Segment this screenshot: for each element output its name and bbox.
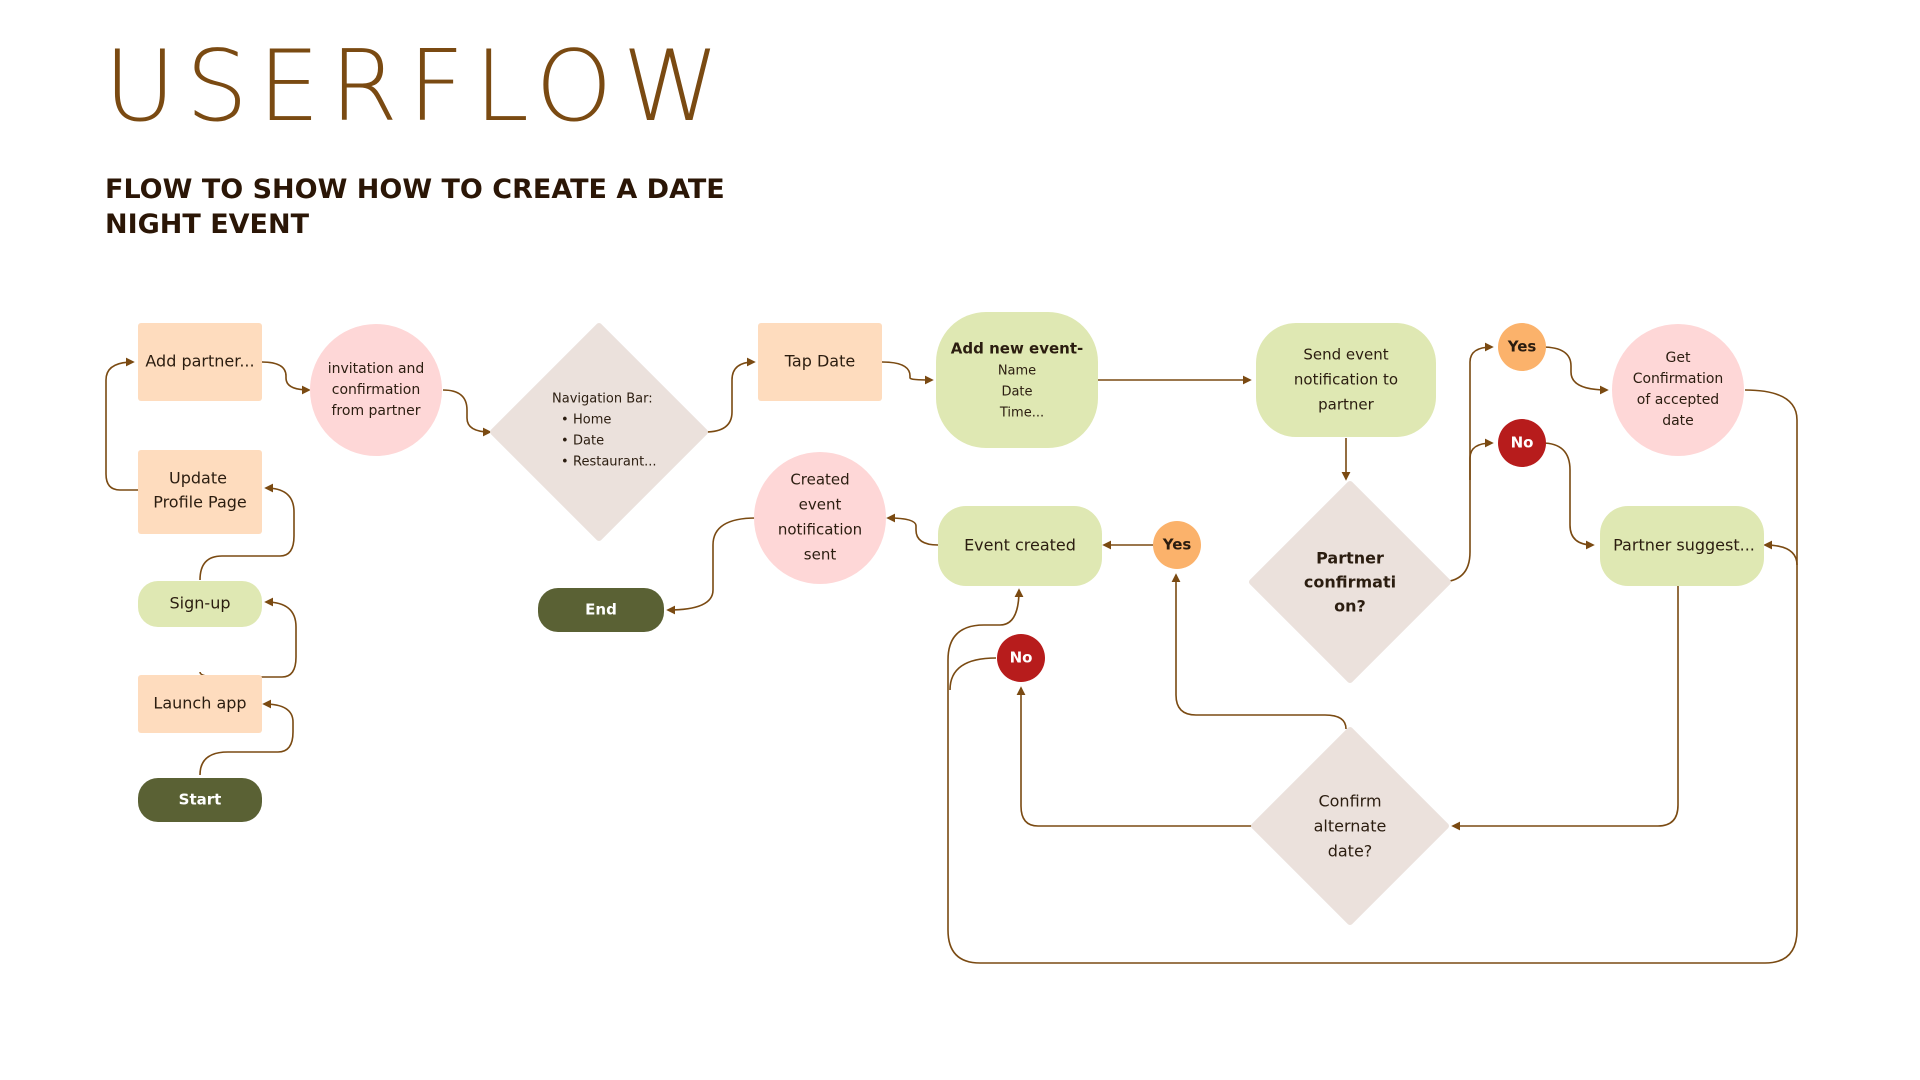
- node-start: Start: [138, 778, 262, 822]
- connector-start-launch: [199, 699, 294, 776]
- end-label: End: [585, 601, 617, 619]
- node-navigation-bar: Navigation Bar: • Home • Date • Restaura…: [490, 323, 708, 541]
- connector-invitation-nav: [442, 389, 492, 437]
- get-confirmation-line-4: date: [1662, 413, 1694, 429]
- node-confirm-alternate: Confirm alternate date?: [1251, 727, 1449, 925]
- start-label: Start: [179, 791, 222, 809]
- get-confirmation-line-3: of accepted: [1637, 392, 1719, 408]
- partner-confirmation-line-1: Partner: [1316, 549, 1384, 568]
- node-no-top: No: [1498, 419, 1546, 467]
- send-notification-line-1: Send event: [1303, 346, 1388, 364]
- connector-no-left: [949, 657, 997, 691]
- nav-bullet-1: •: [561, 413, 569, 428]
- add-partner-label: Add partner...: [145, 352, 254, 371]
- nav-bullet-2: •: [561, 434, 569, 449]
- node-no-mid: No: [997, 634, 1045, 682]
- partner-suggest-label: Partner suggest...: [1613, 536, 1755, 555]
- node-send-notification: Send event notification to partner: [1256, 323, 1436, 437]
- invitation-line-2: confirmation: [332, 382, 421, 398]
- update-profile-line-1: Update: [169, 469, 227, 488]
- connector-right-suggest: [1763, 540, 1798, 566]
- connector-update-addpartner: [105, 357, 140, 491]
- nav-bullet-3: •: [561, 455, 569, 470]
- event-created-label: Event created: [964, 536, 1076, 555]
- node-get-confirmation: Get Confirmation of accepted date: [1612, 324, 1744, 456]
- node-add-new-event: Add new event- Name Date Time...: [936, 312, 1098, 448]
- send-notification-line-3: partner: [1318, 396, 1374, 414]
- add-event-field-time: Time...: [999, 406, 1044, 421]
- partner-confirmation-line-3: on?: [1334, 597, 1366, 616]
- node-yes-top: Yes: [1498, 323, 1546, 371]
- connector-suggest-confirmalt: [1451, 585, 1679, 831]
- connector-confirmalt-yes: [1171, 573, 1347, 730]
- created-notification-line-1: Created: [790, 471, 849, 489]
- sign-up-label: Sign-up: [170, 594, 231, 613]
- confirm-alternate-line-1: Confirm: [1318, 792, 1381, 811]
- connector-signup-update: [199, 483, 295, 581]
- no-mid-label: No: [1010, 649, 1033, 667]
- connector-notification-end: [666, 517, 757, 615]
- connector-getconf-eventcreated: [947, 389, 1798, 964]
- nav-bar-title: Navigation Bar:: [552, 392, 653, 407]
- get-confirmation-line-1: Get: [1666, 350, 1691, 366]
- connector-nav-tapdate: [704, 357, 756, 433]
- add-event-field-name: Name: [998, 364, 1036, 379]
- node-sign-up: Sign-up: [138, 581, 262, 627]
- connector-tapdate-addevent: [881, 361, 934, 385]
- node-yes-mid: Yes: [1153, 521, 1201, 569]
- launch-app-label: Launch app: [153, 694, 246, 713]
- connector-eventcreated-notification: [886, 513, 939, 546]
- connector-no-suggest: [1541, 442, 1595, 550]
- partner-confirmation-line-2: confirmati: [1304, 573, 1396, 592]
- node-created-notification: Created event notification sent: [754, 452, 886, 584]
- created-notification-line-2: event: [799, 496, 842, 514]
- tap-date-label: Tap Date: [784, 352, 855, 371]
- created-notification-line-3: notification: [778, 521, 862, 539]
- node-invitation: invitation and confirmation from partner: [310, 324, 442, 456]
- nav-item-home: Home: [573, 413, 611, 428]
- node-launch-app: Launch app: [138, 675, 262, 733]
- node-event-created: Event created: [938, 506, 1102, 586]
- nav-item-restaurant: Restaurant...: [573, 455, 657, 470]
- send-notification-line-2: notification to: [1294, 371, 1398, 389]
- connector-yes-getconf: [1541, 346, 1609, 395]
- invitation-line-1: invitation and: [328, 361, 425, 377]
- connector-partnerconf-no: [1469, 438, 1494, 480]
- add-event-title: Add new event-: [951, 340, 1083, 358]
- confirm-alternate-line-2: alternate: [1314, 817, 1387, 836]
- yes-mid-label: Yes: [1162, 536, 1192, 554]
- page-title: USERFLOW: [104, 30, 730, 144]
- add-event-field-date: Date: [1001, 385, 1032, 400]
- nav-item-date: Date: [573, 434, 604, 449]
- node-update-profile: Update Profile Page: [138, 450, 262, 534]
- node-add-partner: Add partner...: [138, 323, 262, 401]
- page-subtitle: FLOW TO SHOW HOW TO CREATE A DATE NIGHT …: [105, 174, 725, 240]
- yes-top-label: Yes: [1507, 338, 1537, 356]
- node-partner-confirmation: Partner confirmati on?: [1249, 481, 1451, 683]
- no-top-label: No: [1511, 434, 1534, 452]
- invitation-line-3: from partner: [332, 403, 421, 419]
- node-tap-date: Tap Date: [758, 323, 882, 401]
- node-partner-suggest: Partner suggest...: [1600, 506, 1764, 586]
- confirm-alternate-line-3: date?: [1328, 842, 1373, 861]
- node-end: End: [538, 588, 664, 632]
- connector-addpartner-invitation: [261, 361, 311, 395]
- created-notification-line-4: sent: [804, 546, 837, 564]
- get-confirmation-line-2: Confirmation: [1633, 371, 1724, 387]
- update-profile-line-2: Profile Page: [153, 493, 247, 512]
- connector-confirmalt-no: [1016, 686, 1252, 827]
- connector-partnerconf-yes: [1439, 342, 1494, 583]
